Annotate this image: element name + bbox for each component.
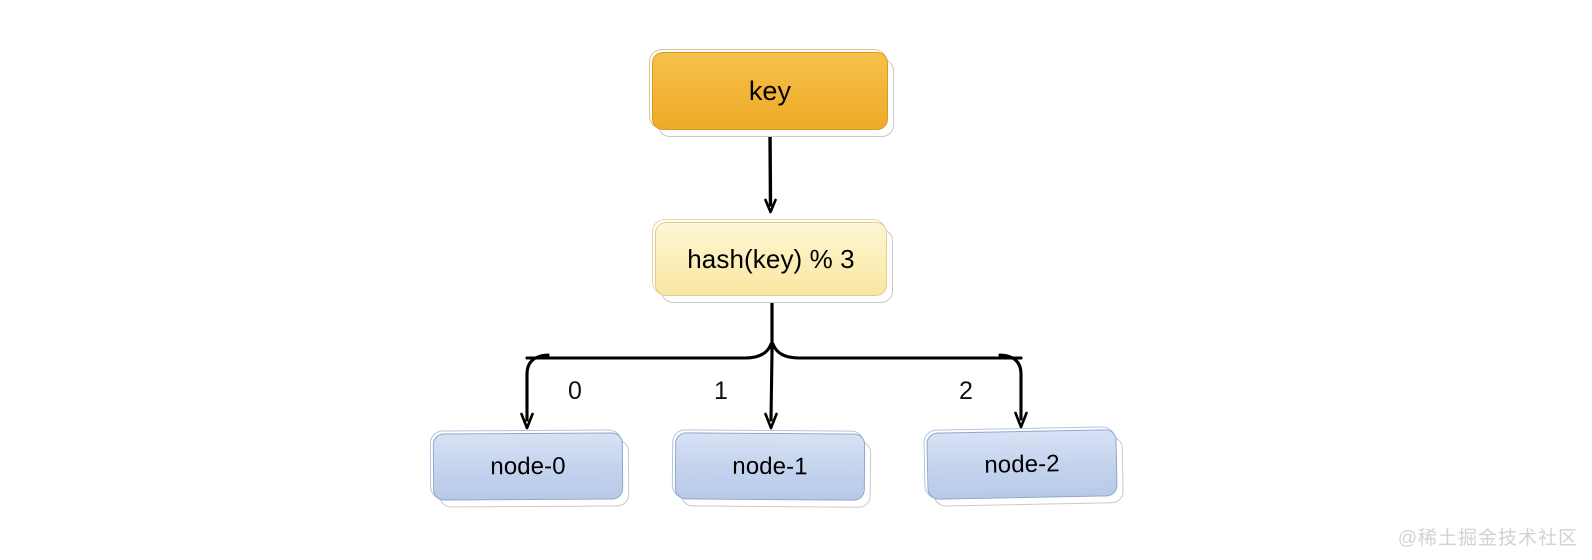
- node-hash[interactable]: hash(key) % 3: [652, 219, 893, 303]
- node-node-0[interactable]: node-0: [429, 429, 630, 508]
- node-node-1[interactable]: node-1: [671, 429, 872, 508]
- edge-hash-to-node-2: [998, 353, 1028, 429]
- watermark: @稀土掘金技术社区: [1397, 528, 1578, 549]
- node-key-face: [652, 52, 888, 130]
- node-key-label: key: [748, 75, 792, 106]
- edge-hash-to-node-1: [764, 350, 778, 430]
- edge-label-0: 0: [568, 377, 582, 405]
- node-key[interactable]: key: [649, 49, 894, 137]
- edge-key-to-hash: [764, 129, 777, 214]
- edge-hash-to-node-0: [520, 353, 550, 430]
- node-node-2-label: node-2: [984, 449, 1060, 479]
- edge-distribution-bar: [525, 342, 1023, 360]
- node-node-0-label: node-0: [490, 452, 566, 480]
- node-hash-label: hash(key) % 3: [687, 243, 855, 274]
- node-node-1-label: node-1: [732, 452, 808, 480]
- node-hash-face: [655, 222, 887, 296]
- edge-label-1: 1: [714, 377, 728, 405]
- node-node-2[interactable]: node-2: [923, 426, 1124, 507]
- edge-label-2: 2: [959, 377, 973, 405]
